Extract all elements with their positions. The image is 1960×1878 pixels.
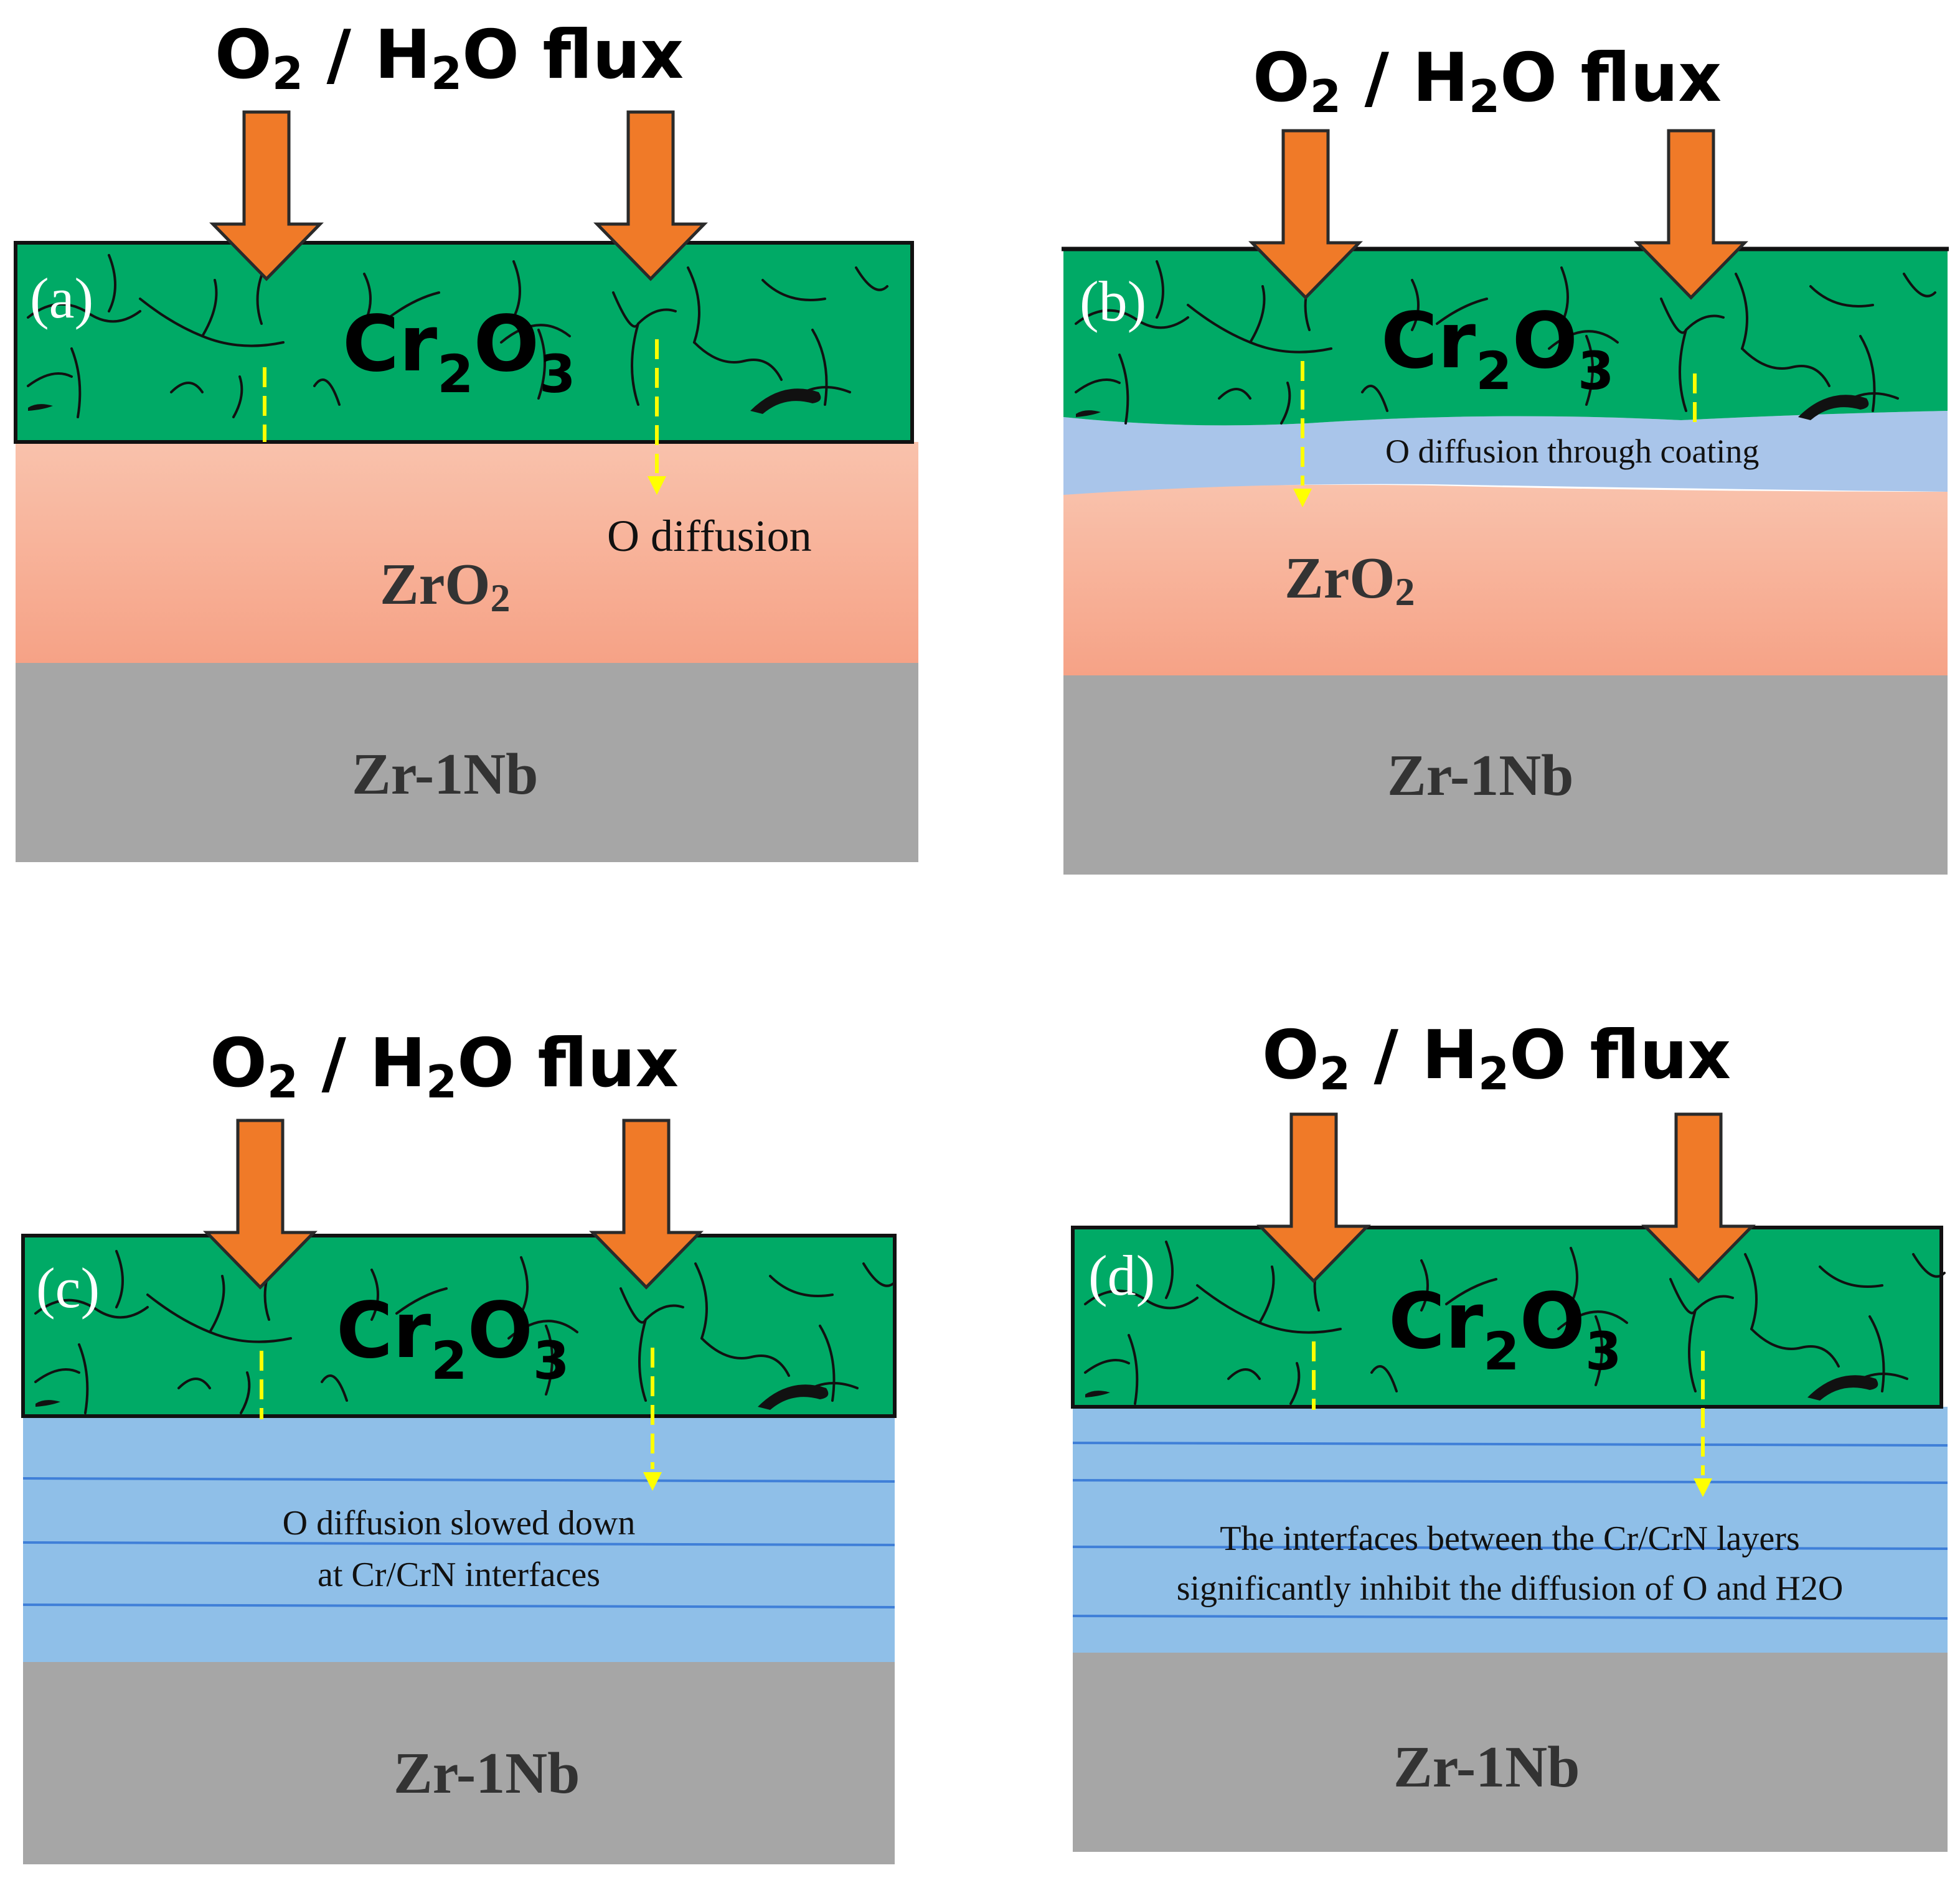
cr2o3-label: Cr2O3 (1388, 1277, 1621, 1382)
substrate-label: Zr-1Nb (352, 742, 538, 807)
panel-c: O2 / H2O flux (c) Cr2O3 O diffusion slow… (21, 1025, 897, 1864)
panel-d: O2 / H2O flux (d) Cr2O3 The interfaces b… (1071, 1016, 1948, 1852)
substrate-layer (23, 1662, 895, 1864)
multilayer-coating (1073, 1407, 1948, 1653)
zro2-layer (1063, 484, 1948, 675)
arrow-head-icon (643, 1472, 662, 1491)
cr2o3-layer (21, 1234, 897, 1418)
diffusion-note-line-1: O diffusion slowed down (283, 1504, 636, 1542)
substrate-layer (1073, 1653, 1948, 1852)
flux-label: O2 / H2O flux (210, 1025, 679, 1108)
flux-label: O2 / H2O flux (215, 16, 684, 100)
flux-label: O2 / H2O flux (1262, 1016, 1731, 1100)
multilayer-coating (23, 1416, 895, 1662)
cr2o3-label: Cr2O3 (336, 1286, 569, 1391)
cr-crn-interfaces (22, 1477, 895, 1608)
panel-b: O2 / H2O flux (b) Cr2O3 O diffusion thro… (1062, 39, 1949, 875)
cr2o3-layer (14, 241, 914, 444)
panel-label: (b) (1080, 270, 1146, 333)
zro2-label: ZrO2 (1284, 546, 1415, 614)
coating-layer (1063, 411, 1948, 495)
cr2o3-label: Cr2O3 (342, 299, 575, 405)
substrate-label: Zr-1Nb (393, 1741, 580, 1806)
cr2o3-layer (1071, 1226, 1943, 1409)
cr2o3-layer (1063, 249, 1948, 426)
cr-crn-interfaces (1072, 1442, 1948, 1620)
flux-label: O2 / H2O flux (1253, 39, 1722, 123)
diffusion-note-line-2: significantly inhibit the diffusion of O… (1177, 1569, 1844, 1608)
panel-label: (a) (30, 266, 93, 330)
diffusion-note: O diffusion through coating (1385, 433, 1759, 470)
cr2o3-label: Cr2O3 (1381, 296, 1614, 401)
panel-label: (c) (36, 1256, 100, 1320)
substrate-label: Zr-1Nb (1387, 743, 1573, 808)
diffusion-note: O diffusion (607, 511, 812, 561)
arrow-head-icon (648, 476, 666, 495)
diffusion-note-line-2: at Cr/CrN interfaces (318, 1556, 600, 1594)
arrow-head-icon (1293, 489, 1312, 507)
arrow-head-icon (1694, 1478, 1712, 1497)
substrate-label: Zr-1Nb (1393, 1735, 1580, 1800)
substrate-layer (1063, 675, 1948, 875)
panel-label: (d) (1088, 1244, 1155, 1307)
panel-a: O2 / H2O flux (a) Cr2O3 O diffusion ZrO2… (14, 16, 918, 862)
diffusion-note-line-1: The interfaces between the Cr/CrN layers (1220, 1519, 1799, 1558)
zro2-label: ZrO2 (380, 552, 511, 620)
zro2-layer (16, 442, 918, 663)
substrate-layer (16, 663, 918, 862)
